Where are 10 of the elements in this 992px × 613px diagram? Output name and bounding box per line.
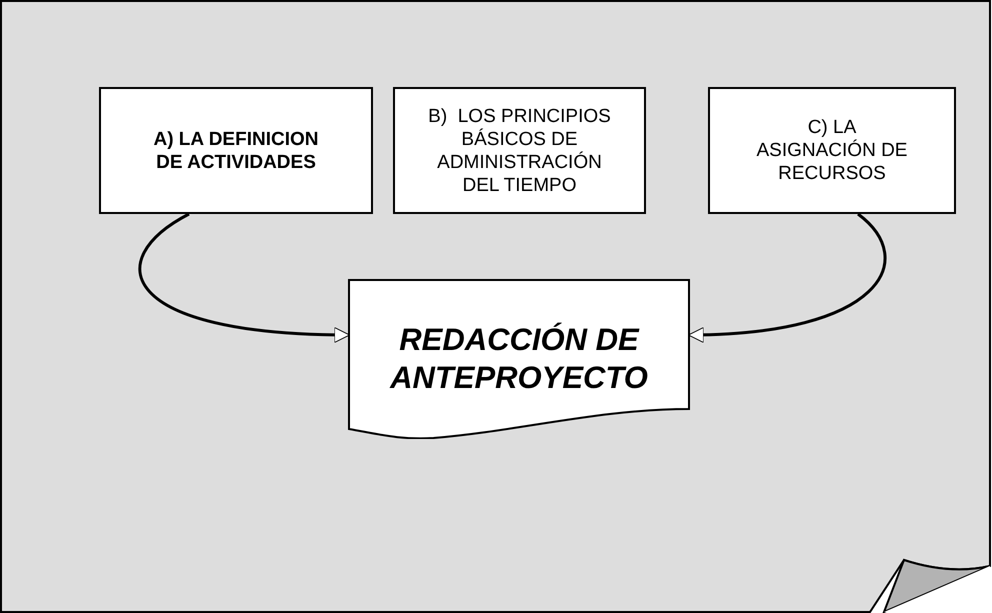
process-box (99, 87, 373, 214)
box-label: REDACCIÓN DE ANTEPROYECTO (388, 321, 649, 397)
curved-arrow (138, 212, 350, 343)
document-shape (348, 279, 690, 439)
box-label: B) LOS PRINCIPIOS BÁSICOS DE ADMINISTRACIÓN DEL TIEMPO (427, 104, 612, 196)
curved-arrow (688, 212, 886, 342)
process-box (393, 87, 646, 214)
box-label: A) LA DEFINICION DE ACTIVIDADES (152, 128, 320, 174)
process-box (708, 87, 956, 214)
box-label: C) LA ASIGNACIÓN DE RECURSOS (756, 116, 908, 185)
